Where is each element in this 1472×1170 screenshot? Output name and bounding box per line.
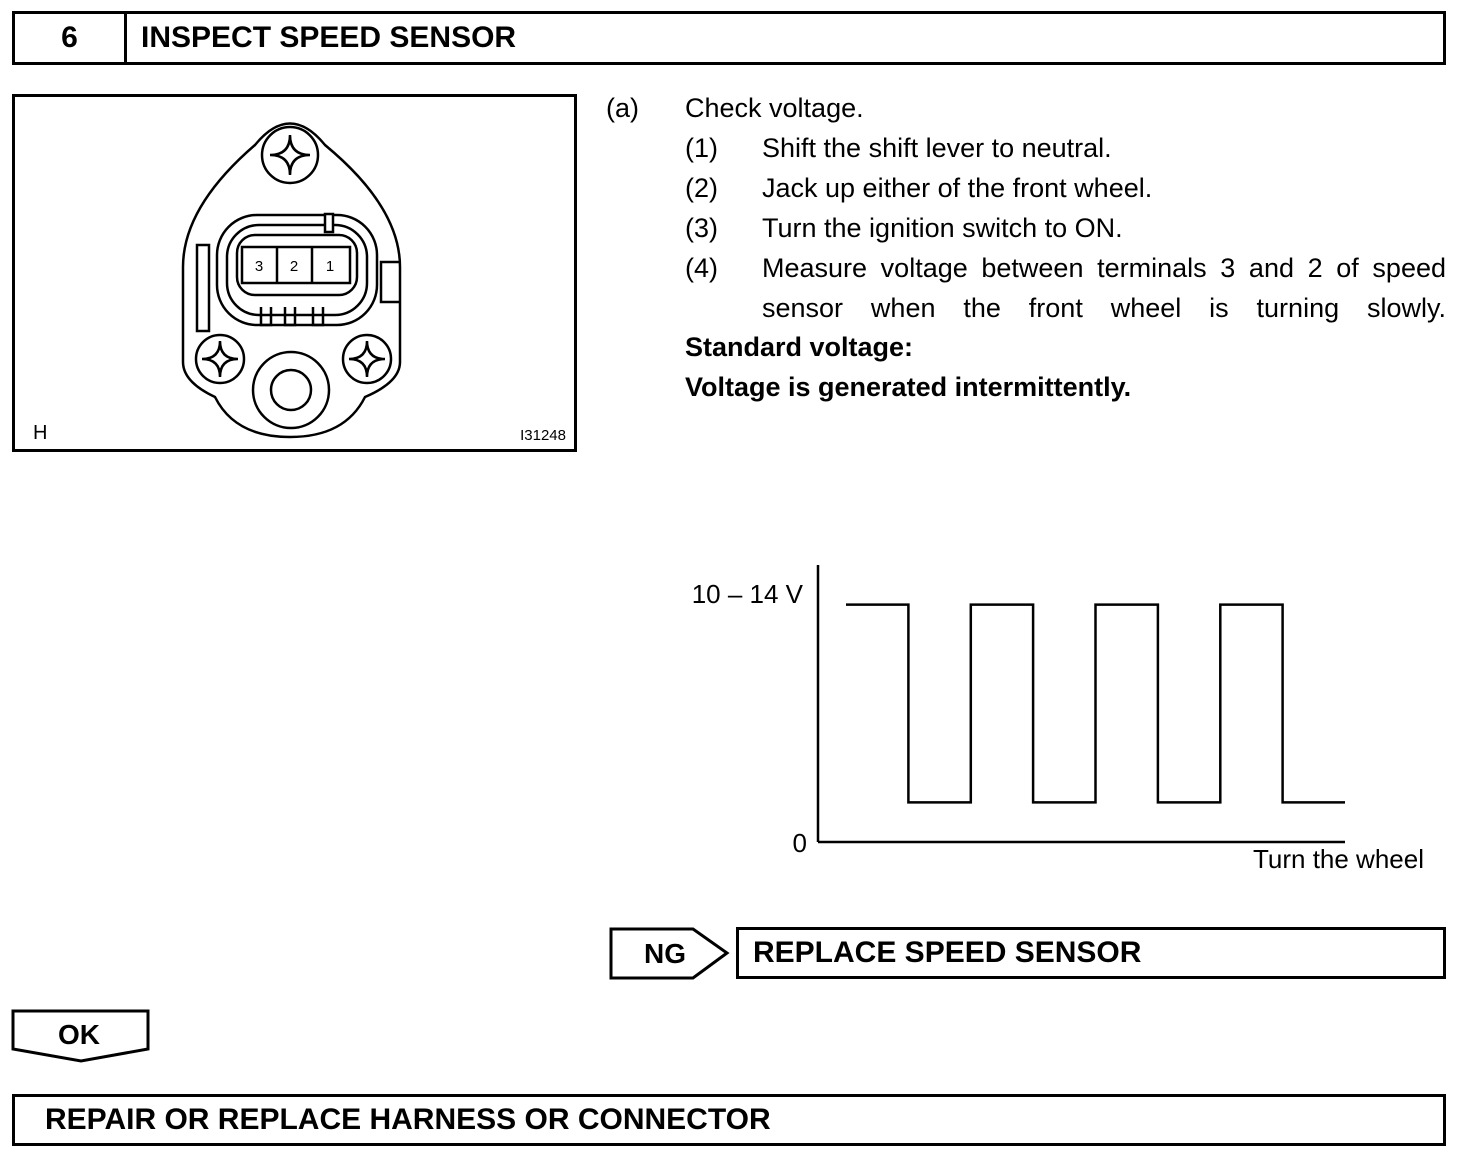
substep-4-number: (4) [685, 253, 718, 283]
terminal-label-2: 2 [290, 258, 298, 275]
standard-voltage-value: Voltage is generated intermittently. [685, 372, 1132, 402]
y-tick-label-high: 10 – 14 V [692, 579, 804, 609]
substep-3-text: Turn the ignition switch to ON. [762, 213, 1123, 243]
ok-tag: OK [11, 1009, 150, 1063]
step-a-marker: (a) [606, 93, 639, 123]
sensor-connector-illustration: 3 2 1 H I31248 [12, 94, 577, 452]
x-axis-label: Turn the wheel [1253, 844, 1424, 874]
substep-2-number: (2) [685, 173, 718, 203]
voltage-waveform-chart: 10 – 14 V 0 Turn the wheel [692, 565, 1424, 874]
step-number: 6 [15, 14, 127, 62]
terminal-label-1: 1 [326, 258, 334, 275]
substep-1-text: Shift the shift lever to neutral. [762, 133, 1112, 163]
speed-sensor-drawing: 3 2 1 [181, 122, 402, 439]
step-a-text: Check voltage. [685, 93, 864, 123]
ng-tag: NG [609, 927, 730, 980]
step-header: 6 INSPECT SPEED SENSOR [12, 11, 1446, 65]
step-title: INSPECT SPEED SENSOR [141, 21, 517, 54]
ng-result-box: REPLACE SPEED SENSOR [736, 927, 1446, 979]
substep-1-number: (1) [685, 133, 718, 163]
figure-code: I31248 [520, 427, 566, 444]
illustration-corner-letter: H [33, 422, 48, 444]
terminal-label-3: 3 [255, 258, 263, 275]
final-action-box: REPAIR OR REPLACE HARNESS OR CONNECTOR [12, 1094, 1446, 1146]
ok-tag-label: OK [58, 1019, 100, 1050]
substep-2-text: Jack up either of the front wheel. [762, 173, 1153, 203]
substep-4-text: Measure voltage between terminals 3 and … [762, 253, 1446, 323]
final-action-text: REPAIR OR REPLACE HARNESS OR CONNECTOR [45, 1103, 771, 1136]
ng-result-text: REPLACE SPEED SENSOR [753, 936, 1142, 969]
ng-tag-label: NG [644, 938, 686, 969]
substep-3-number: (3) [685, 213, 718, 243]
voltage-waveform-line [846, 603, 1345, 804]
standard-voltage-label: Standard voltage: [685, 332, 914, 362]
y-tick-label-zero: 0 [793, 828, 807, 858]
